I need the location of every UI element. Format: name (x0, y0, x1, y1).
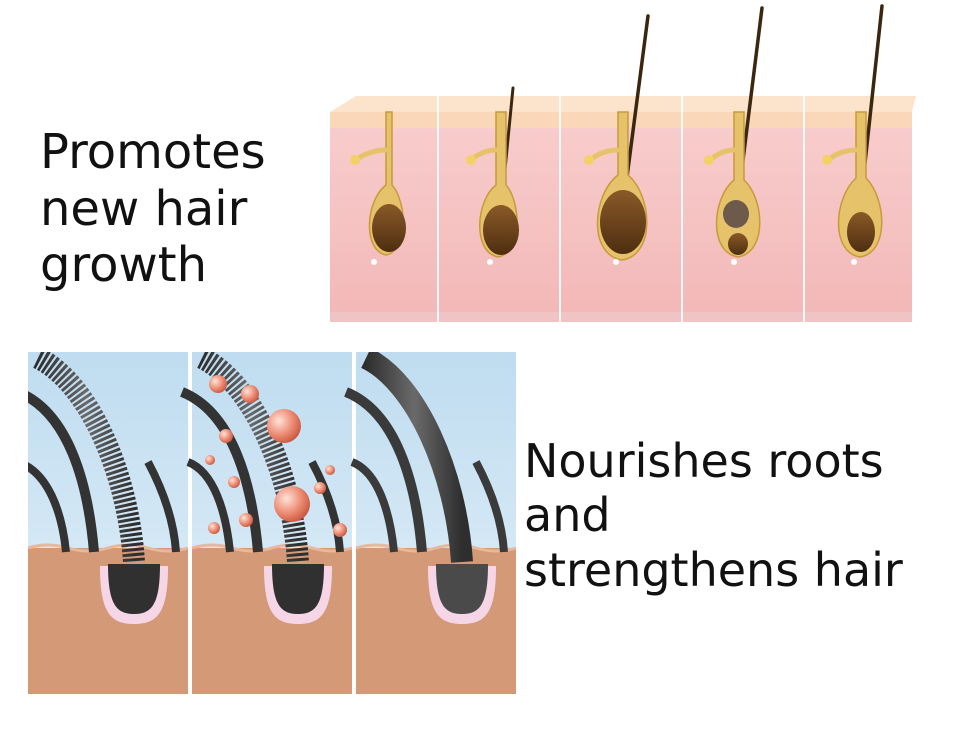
caption-line: Nourishes roots (524, 434, 884, 488)
root-panel-1 (28, 352, 189, 694)
follicle-stage-5 (822, 4, 884, 265)
caption-line: growth (40, 237, 208, 294)
caption-line: strengthens hair (524, 542, 903, 597)
follicle-stage-3 (584, 14, 650, 265)
hair-follicle-growth-diagram (330, 4, 916, 322)
hair-root-nourishment-panels (28, 352, 517, 694)
follicle-stage-4 (704, 6, 764, 265)
caption-line: new hair (40, 180, 248, 237)
follicle-stage-1 (350, 111, 406, 265)
stage-dividers (437, 96, 805, 322)
follicle-stage-2 (466, 86, 519, 265)
skin-base (330, 312, 912, 322)
caption-line: Promotes (40, 124, 266, 180)
epidermis-top (330, 96, 916, 112)
caption-line: and (524, 488, 611, 543)
caption-promotes-growth: Promotes new hair growth (40, 124, 266, 294)
nutrient-bubbles (205, 375, 347, 537)
caption-nourishes-roots: Nourishes roots and strengthens hair (524, 434, 903, 597)
root-panel-2 (179, 352, 353, 694)
root-panel-3 (343, 352, 517, 694)
